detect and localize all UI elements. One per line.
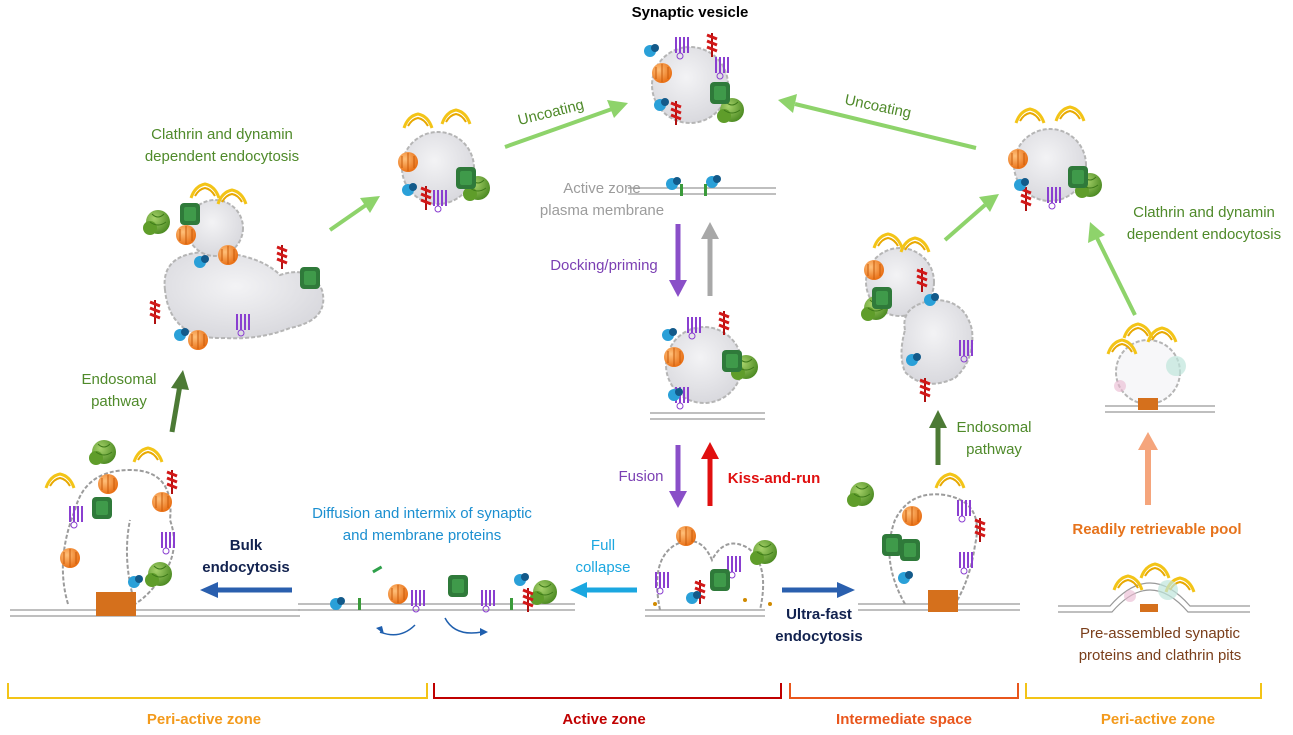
zone-label-active: Active zone [562,711,645,728]
clathrin-coated-vesicle-left [397,108,491,213]
fusion-label: Fusion [618,468,663,485]
bulk-endosome-illustration [44,439,179,616]
readily-retrievable-pool-arrow [1138,432,1158,505]
synaptic-vesicle-illustration [644,31,745,127]
active-zone-membrane-proteins [666,175,721,196]
diffusion-label-line1: Diffusion and intermix of synaptic [312,505,532,522]
docked-vesicle-illustration [662,309,759,410]
bulk-endocytosis-arrow [200,582,292,598]
endosomal-right-label-line1: Endosomal [956,419,1031,436]
readily-retrievable-pool-label: Readily retrievable pool [1072,521,1241,538]
endosomal-left-label-line1: Endosomal [81,371,156,388]
membrane-docked [650,412,765,420]
fusion-arrow [669,445,687,508]
fusing-vesicle-illustration [653,525,778,611]
diagram-title: Synaptic vesicle [632,4,749,21]
clathrin-coated-vesicle-right [1007,105,1103,213]
undocking-arrow [701,222,719,296]
endosome-right-illustration [860,232,974,404]
kiss-and-run-arrow [701,442,719,506]
zone-bracket-active [433,683,782,699]
ultrafast-endocytosis-label-line2: endocytosis [775,628,863,645]
active-zone-pm-label-line2: plasma membrane [540,202,664,219]
docking-priming-arrow [669,224,687,297]
bulk-endocytosis-label-line2: endocytosis [202,559,290,576]
membrane-preassembled [1058,582,1250,613]
cde-right-label-line1: Clathrin and dynamin [1133,204,1275,221]
zone-bracket-peri-active-right [1025,683,1262,699]
membrane-rrp [1105,405,1215,413]
ultrafast-endocytosis-label-line1: Ultra-fast [786,606,852,623]
cde-right-label-line2: dependent endocytosis [1127,226,1281,243]
cde-left-label-line1: Clathrin and dynamin [151,126,293,143]
full-collapse-label-line2: collapse [575,559,630,576]
endosome-left-illustration [142,182,325,351]
membrane-fusion [645,609,765,617]
active-zone-pm-label-line1: Active zone [563,180,641,197]
zone-bracket-intermediate [789,683,1019,699]
membrane-bulk [10,609,300,617]
zone-bracket-peri-active-left [7,683,428,699]
diffusion-label-line2: and membrane proteins [343,527,501,544]
docking-priming-label: Docking/priming [550,257,658,274]
ultrafast-endosome-illustration [846,472,987,612]
endosomal-left-arrow [169,370,189,433]
full-collapse-label-line1: Full [591,537,615,554]
endosomal-to-vesicle-arrow-right [943,194,999,242]
cde-left-arrow [328,196,380,232]
zone-label-intermediate: Intermediate space [836,711,972,728]
rrp-to-vesicle-arrow [1088,222,1137,316]
endosomal-right-arrow [929,410,947,465]
endosomal-right-label-line2: pathway [966,441,1022,458]
zone-label-peri-active-left: Peri-active zone [147,711,261,728]
collapsed-vesicle-proteins [330,565,558,636]
preassembled-label-line1: Pre-assembled synaptic [1080,625,1241,642]
full-collapse-arrow [570,582,637,598]
preassembled-pit-proteins [1112,562,1196,612]
readily-retrievable-pool-pit [1106,322,1186,410]
membrane-active-zone [628,187,776,195]
bulk-endocytosis-label-line1: Bulk [230,537,263,554]
kiss-and-run-label: Kiss-and-run [728,470,821,487]
uncoating-right-arrow [778,94,977,150]
endosomal-left-label-line2: pathway [91,393,147,410]
cde-left-label-line2: dependent endocytosis [145,148,299,165]
ultrafast-endocytosis-arrow [782,582,855,598]
zone-label-peri-active-right: Peri-active zone [1101,711,1215,728]
uncoating-left-arrow [504,100,628,149]
preassembled-label-line2: proteins and clathrin pits [1079,647,1242,664]
